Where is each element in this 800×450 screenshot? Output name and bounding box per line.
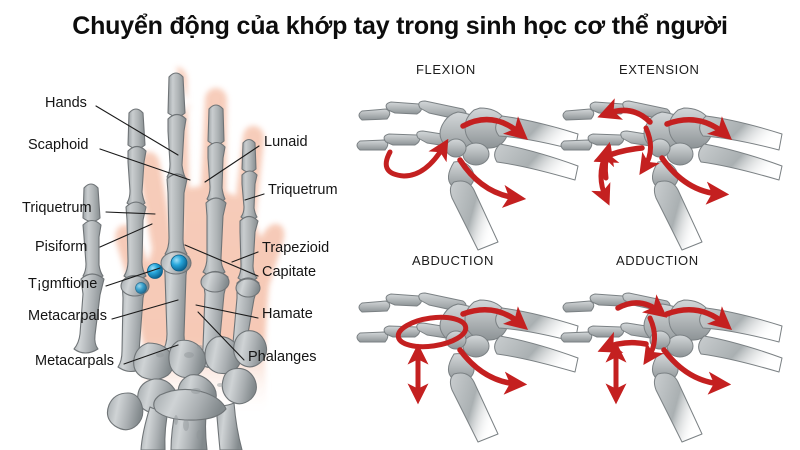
leader-line xyxy=(244,193,265,201)
anatomy-label-hands: Hands xyxy=(45,95,87,111)
leader-lines-right xyxy=(184,145,265,361)
heading-adduction: ADDUCTION xyxy=(616,253,699,268)
anatomy-label-lunaid: Lunaid xyxy=(264,134,308,150)
joint-marker-pisiform xyxy=(135,282,147,294)
leader-line xyxy=(95,105,179,156)
diagram-flexion xyxy=(350,82,580,251)
hand-skeleton-svg xyxy=(73,67,285,450)
anatomy-label-pisiform: Pisiform xyxy=(35,239,88,255)
leader-line xyxy=(105,267,161,287)
leader-line xyxy=(99,148,191,181)
bone-texture xyxy=(156,345,223,440)
anatomy-label-metacarpals: Metacarpals xyxy=(35,353,114,369)
anatomy-label-capitate: Capitate xyxy=(262,264,317,280)
anatomy-label-phalanges: Phalanges xyxy=(248,349,317,365)
anatomy-label-metacarpals: Metacarpals xyxy=(28,308,107,324)
leader-line xyxy=(99,223,153,248)
hand-bones xyxy=(73,72,268,450)
leader-line xyxy=(111,299,179,320)
anatomy-label-scaphoid: Scaphoid xyxy=(28,137,89,153)
heading-extension: EXTENSION xyxy=(619,62,700,77)
diagram-extension xyxy=(554,82,789,251)
joint-marker-lunate xyxy=(170,254,188,272)
joint-marker-triquetrum xyxy=(147,263,163,279)
anatomy-label-triquetrum: Triquetrum xyxy=(268,182,338,198)
anatomy-label-t-gmftione: T¡gmftione xyxy=(28,276,98,292)
anatomy-label-hamate: Hamate xyxy=(262,306,313,322)
leader-lines-left xyxy=(95,105,191,365)
diagram-adduction xyxy=(554,274,789,443)
heading-flexion: FLEXION xyxy=(416,62,476,77)
leader-line xyxy=(105,211,156,215)
leader-line xyxy=(204,145,260,183)
joint-markers xyxy=(135,254,188,294)
wrist-motion-panel: FLEXION EXTENSION ABDUCTION ADDUCTION xyxy=(356,52,800,450)
anatomy-label-triquetrum: Triquetrum xyxy=(22,200,92,216)
leader-line xyxy=(195,304,259,319)
leader-line xyxy=(184,244,259,277)
heading-abduction: ABDUCTION xyxy=(412,253,494,268)
diagram-abduction xyxy=(350,274,585,443)
page-title: Chuyển động của khớp tay trong sinh học … xyxy=(72,12,728,40)
leader-line xyxy=(123,344,179,365)
leader-line xyxy=(231,251,259,263)
anatomy-label-trapezioid: Trapezioid xyxy=(262,240,330,256)
leader-line xyxy=(197,311,245,361)
